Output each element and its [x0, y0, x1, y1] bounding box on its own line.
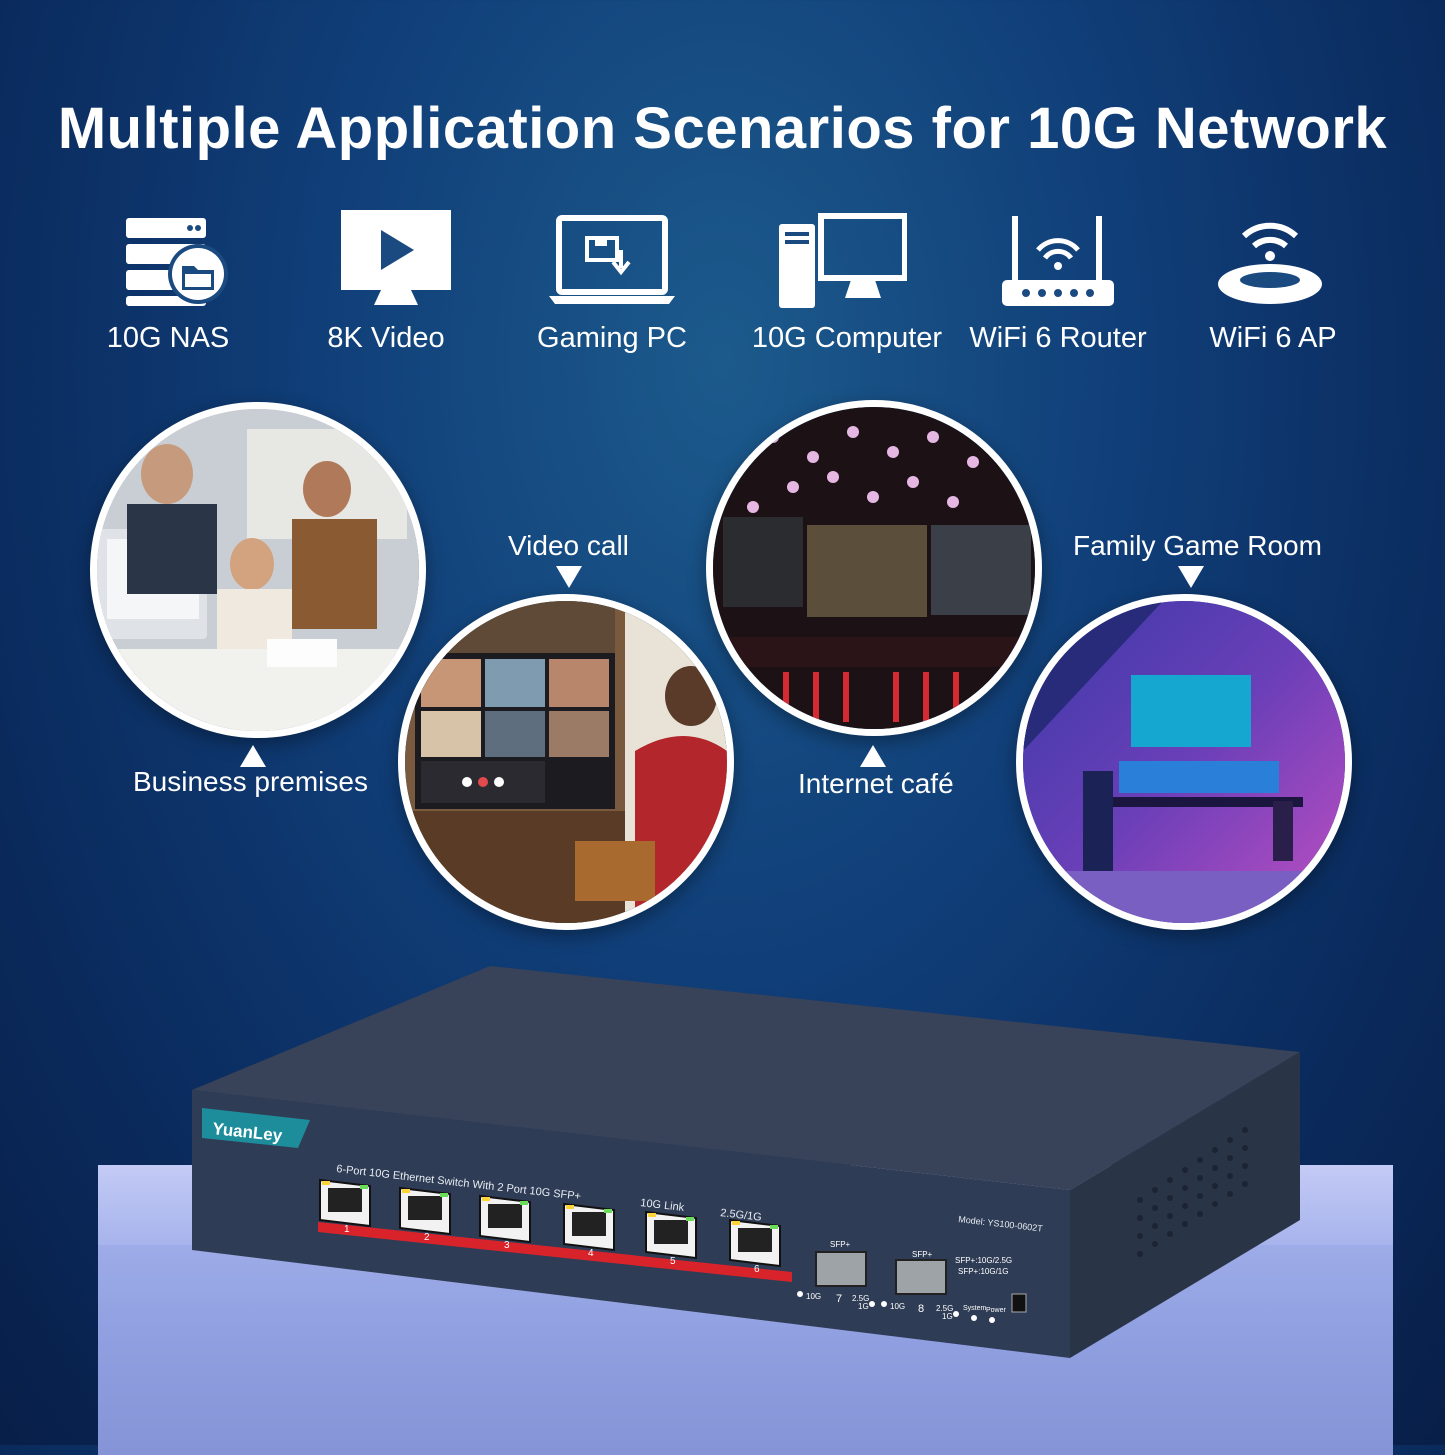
power-led — [989, 1317, 995, 1323]
icon-label-router: WiFi 6 Router — [969, 322, 1147, 354]
system-led — [971, 1315, 977, 1321]
nas-icon — [88, 200, 268, 320]
icon-label-ap: WiFi 6 AP — [1209, 322, 1337, 354]
sfp-label-8: SFP+ — [912, 1250, 933, 1259]
gaming-pc-icon — [522, 200, 702, 320]
internet-cafe-photo — [706, 400, 1042, 736]
sfp-number-7: 7 — [836, 1293, 842, 1305]
sfp-label-7: SFP+ — [830, 1240, 851, 1249]
icon-label-gaming-pc: Gaming PC — [537, 322, 687, 354]
caption-family-game-room: Family Game Room — [1073, 530, 1322, 561]
sfp-port-8[interactable] — [895, 1259, 947, 1295]
desktop-computer-icon — [752, 200, 932, 320]
sfp-number-8: 8 — [918, 1303, 924, 1315]
sfp-led-10g-7: 10G — [806, 1292, 821, 1301]
led-label-10g-link: 10G Link — [640, 1197, 686, 1214]
icon-label-nas: 10G NAS — [106, 322, 230, 354]
caption-pointer-internet-cafe — [860, 745, 886, 767]
dip-switch-label-2: SFP+:10G/1G — [958, 1267, 1008, 1276]
network-switch: YuanLey 6-Port 10G Ethernet Switch With … — [192, 966, 1300, 1358]
sfp-led-10g-8: 10G — [890, 1302, 905, 1311]
icon-label-computer: 10G Computer — [751, 322, 943, 354]
caption-pointer-game-room — [1178, 566, 1204, 588]
wifi-access-point-icon — [1180, 200, 1360, 320]
port-number-4: 4 — [588, 1248, 594, 1259]
family-game-room-photo — [1016, 594, 1352, 930]
business-premises-photo — [90, 402, 426, 738]
port-number-5: 5 — [670, 1256, 676, 1267]
system-led-label: System — [963, 1305, 987, 1312]
caption-pointer-video-call — [556, 566, 582, 588]
caption-internet-cafe: Internet café — [798, 768, 954, 799]
caption-pointer-business — [240, 745, 266, 767]
port-number-1: 1 — [344, 1224, 350, 1235]
caption-business-premises: Business premises — [133, 766, 368, 797]
caption-video-call: Video call — [508, 530, 629, 561]
vent-holes — [1137, 1127, 1248, 1257]
video-call-photo — [398, 594, 734, 930]
sfp-led-1g-8: 1G — [942, 1312, 953, 1321]
power-led-label: Power — [986, 1307, 1007, 1314]
sfp-led-1g-7: 1G — [858, 1302, 869, 1311]
wifi-router-icon — [968, 200, 1148, 320]
brand-badge — [202, 1108, 310, 1148]
port-number-2: 2 — [424, 1232, 430, 1243]
port-number-3: 3 — [504, 1240, 510, 1251]
sfp-led-2-5g-7: 2.5G — [852, 1294, 869, 1303]
sfp-led-2-5g-8: 2.5G — [936, 1304, 953, 1313]
dip-switch[interactable] — [1011, 1293, 1027, 1313]
page-title: Multiple Application Scenarios for 10G N… — [57, 96, 1388, 161]
port-number-6: 6 — [754, 1264, 760, 1275]
port-number-bar — [318, 1222, 792, 1282]
sfp-port-7[interactable] — [815, 1251, 867, 1287]
video-play-icon — [306, 200, 486, 320]
dip-switch-label-1: SFP+:10G/2.5G — [955, 1256, 1012, 1265]
icon-label-video: 8K Video — [327, 322, 445, 354]
